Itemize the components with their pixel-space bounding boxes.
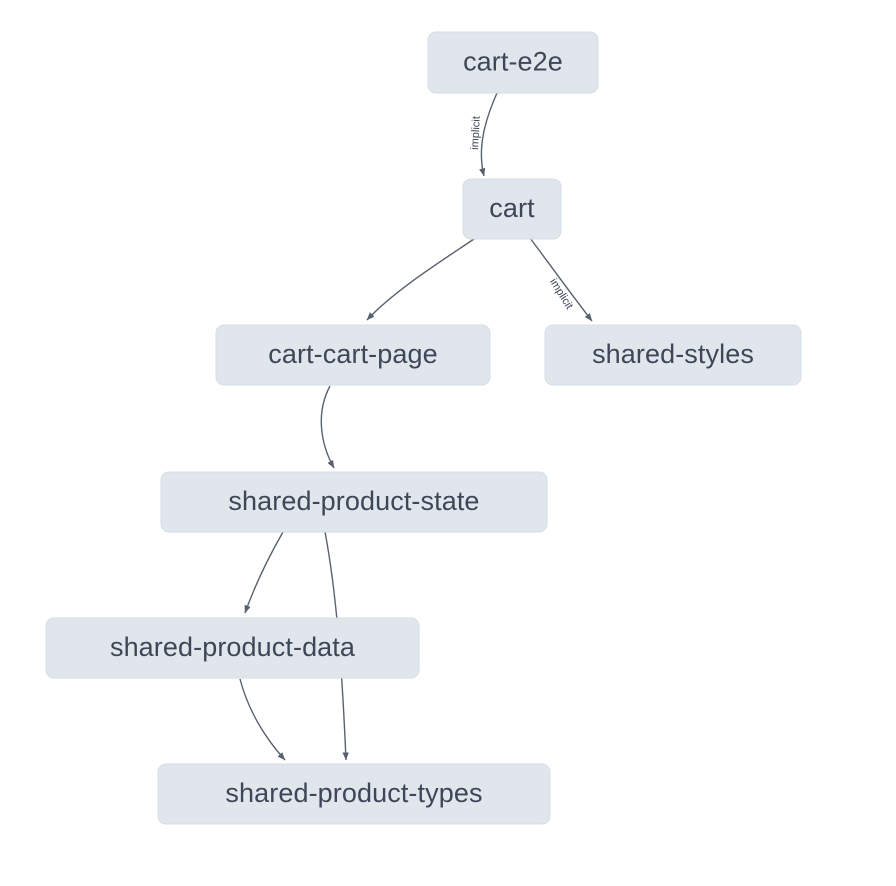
nodes-layer: cart-e2e cart cart-cart-page shared-styles s… xyxy=(45,31,802,825)
node-box[interactable] xyxy=(215,324,491,386)
node-label: shared-product-data xyxy=(110,632,356,662)
node-label: shared-product-types xyxy=(225,778,482,808)
edge-label: implicit xyxy=(469,116,483,150)
node-box[interactable] xyxy=(544,324,802,386)
node-box[interactable] xyxy=(45,617,420,679)
graph-edge[interactable] xyxy=(239,678,286,761)
graph-node-shared-product-data[interactable]: shared-product-data xyxy=(45,617,420,679)
node-box[interactable] xyxy=(157,763,551,825)
graph-node-shared-product-state[interactable]: shared-product-state xyxy=(160,471,548,533)
graph-edge[interactable] xyxy=(244,531,284,614)
graph-node-cart-e2e[interactable]: cart-e2e xyxy=(427,31,599,94)
node-box[interactable] xyxy=(462,178,562,240)
graph-node-shared-product-types[interactable]: shared-product-types xyxy=(157,763,551,825)
graph-node-cart-cart-page[interactable]: cart-cart-page xyxy=(215,324,491,386)
graph-node-cart[interactable]: cart xyxy=(462,178,562,240)
node-label: cart-e2e xyxy=(463,47,563,77)
graph-edge[interactable] xyxy=(479,92,498,177)
node-box[interactable] xyxy=(160,471,548,533)
node-label: shared-styles xyxy=(592,339,754,369)
node-label: cart-cart-page xyxy=(268,339,437,369)
graph-node-shared-styles[interactable]: shared-styles xyxy=(544,324,802,386)
graph-edge[interactable] xyxy=(320,385,335,469)
graph-edge[interactable] xyxy=(529,237,593,322)
node-label: cart xyxy=(489,193,535,223)
graph-edge[interactable] xyxy=(366,238,475,321)
node-label: shared-product-state xyxy=(228,486,479,516)
node-box[interactable] xyxy=(427,31,599,94)
